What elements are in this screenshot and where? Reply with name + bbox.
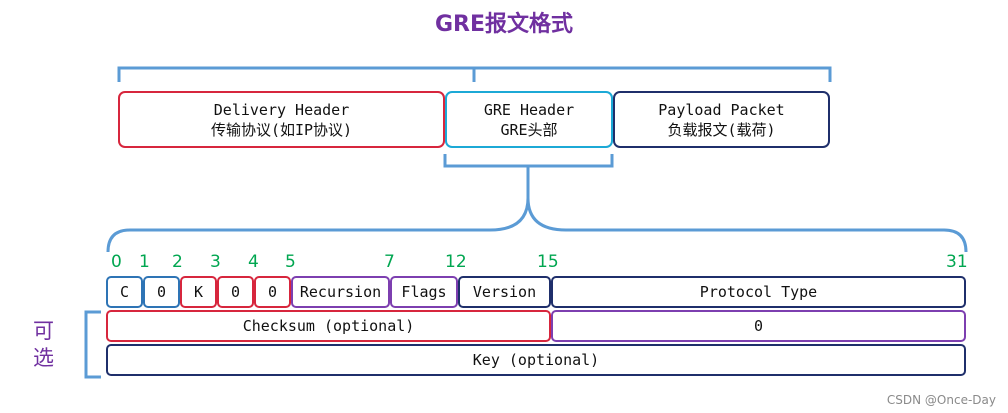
gre-bracket	[443, 154, 614, 168]
page-title: GRE报文格式	[434, 12, 574, 37]
field-zero-2: 0	[217, 276, 254, 308]
field-k: K	[180, 276, 217, 308]
bit-number: 12	[445, 252, 467, 272]
optional-label-line1: 可	[33, 319, 54, 343]
gre-header-label: GRE Header	[483, 100, 575, 119]
watermark: CSDN @Once-Day	[886, 393, 996, 407]
delivery-header-sublabel: 传输协议(如IP协议)	[210, 120, 353, 139]
bit-number: 5	[285, 252, 296, 272]
bit-number: 15	[537, 252, 559, 272]
field-protocol-type: Protocol Type	[551, 276, 966, 308]
gre-header-box: GRE Header GRE头部	[445, 91, 613, 148]
bit-number: 7	[384, 252, 395, 272]
payload-packet-box: Payload Packet 负载报文(载荷)	[613, 91, 830, 148]
optional-bracket	[84, 310, 101, 379]
field-reserved: 0	[551, 310, 966, 342]
delivery-header-box: Delivery Header 传输协议(如IP协议)	[118, 91, 445, 148]
field-recursion: Recursion	[291, 276, 390, 308]
curly-brace	[106, 166, 968, 253]
delivery-header-label: Delivery Header	[213, 100, 350, 119]
payload-packet-sublabel: 负载报文(载荷)	[667, 120, 776, 139]
field-checksum: Checksum (optional)	[106, 310, 551, 342]
payload-packet-label: Payload Packet	[658, 100, 785, 119]
bit-number: 4	[248, 252, 259, 272]
field-zero-1: 0	[143, 276, 180, 308]
optional-label: 可 选	[33, 318, 54, 372]
field-c: C	[106, 276, 143, 308]
field-version: Version	[458, 276, 551, 308]
optional-label-line2: 选	[33, 346, 54, 370]
field-key: Key (optional)	[106, 344, 966, 376]
bit-number: 2	[172, 252, 183, 272]
field-flags: Flags	[390, 276, 458, 308]
bit-number: 3	[210, 252, 221, 272]
field-zero-3: 0	[254, 276, 291, 308]
bit-number: 1	[139, 252, 150, 272]
bit-number: 31	[946, 252, 968, 272]
gre-header-sublabel: GRE头部	[500, 120, 558, 139]
bit-number: 0	[111, 252, 122, 272]
